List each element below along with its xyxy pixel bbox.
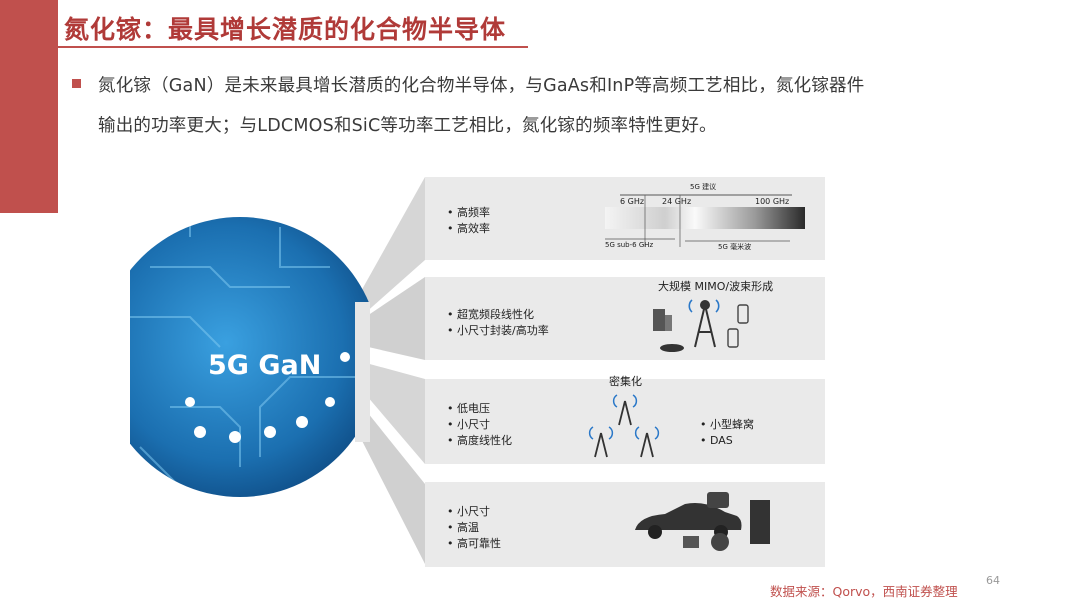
- chip-circle-image: [130, 217, 370, 497]
- panel-densification: • 低电压 • 小尺寸 • 高度线性化 密集化 • 小型蜂窝 • DAS: [425, 375, 825, 464]
- panel3-caption: 密集化: [609, 375, 642, 388]
- gan-figure: 5G GaN • 高频率 • 高效率 5G 建议 6 GHz 24 GHz 10…: [130, 172, 830, 567]
- tick-100ghz: 100 GHz: [755, 197, 789, 206]
- spectrum-sub6-label: 5G sub-6 GHz: [605, 241, 654, 249]
- tick-6ghz: 6 GHz: [620, 197, 644, 206]
- spectrum-diagram: 5G 建议 6 GHz 24 GHz 100 GHz 5G sub-6 GHz …: [605, 182, 805, 251]
- panel2-bullet-1: • 超宽频段线性化: [447, 308, 534, 321]
- title-underline: [58, 46, 528, 48]
- panel4-bullet-3: • 高可靠性: [447, 537, 501, 550]
- spectrum-mmwave-label: 5G 毫米波: [718, 242, 751, 251]
- panel4-bullet-2: • 高温: [447, 521, 479, 534]
- panel2-bullet-2: • 小尺寸封装/高功率: [447, 324, 549, 337]
- panel3-bullet-3: • 高度线性化: [447, 434, 512, 447]
- small-cell-towers-icon: [588, 394, 660, 458]
- chip-label: 5G GaN: [208, 350, 322, 381]
- connector-wedges: [355, 177, 425, 564]
- panel3-bullet-1: • 低电压: [447, 402, 490, 415]
- data-source-note: 数据来源：Qorvo，西南证券整理: [770, 584, 958, 599]
- panel-frequency: • 高频率 • 高效率 5G 建议 6 GHz 24 GHz 100 GHz 5…: [425, 177, 825, 260]
- panel4-bullet-1: • 小尺寸: [447, 505, 490, 518]
- tick-24ghz: 24 GHz: [662, 197, 691, 206]
- panel1-bullet-1: • 高频率: [447, 206, 490, 219]
- spectrum-top-label: 5G 建议: [690, 182, 716, 191]
- panel-mimo: • 超宽频段线性化 • 小尺寸封装/高功率 大规模 MIMO/波束形成: [425, 277, 825, 360]
- devices-car-icon: [635, 492, 770, 551]
- panel-reliability: • 小尺寸 • 高温 • 高可靠性: [425, 482, 825, 567]
- panel1-bullet-2: • 高效率: [447, 222, 490, 235]
- slide-title: 氮化镓：最具增长潜质的化合物半导体: [64, 15, 507, 44]
- mimo-illustration-icon: [653, 299, 749, 352]
- panel2-caption: 大规模 MIMO/波束形成: [658, 280, 774, 293]
- panel3-bullet-2: • 小尺寸: [447, 418, 490, 431]
- body-text-line-1: 氮化镓（GaN）是未来最具增长潜质的化合物半导体，与GaAs和InP等高频工艺相…: [98, 76, 865, 96]
- header-accent-bar: [0, 0, 58, 213]
- bullet-square-icon: [72, 79, 81, 88]
- panel3-side-2: • DAS: [700, 434, 733, 447]
- page-number: 64: [986, 574, 1000, 587]
- panel3-side-1: • 小型蜂窝: [700, 418, 754, 431]
- body-text-line-2: 输出的功率更大；与LDCMOS和SiC等功率工艺相比，氮化镓的频率特性更好。: [98, 116, 717, 136]
